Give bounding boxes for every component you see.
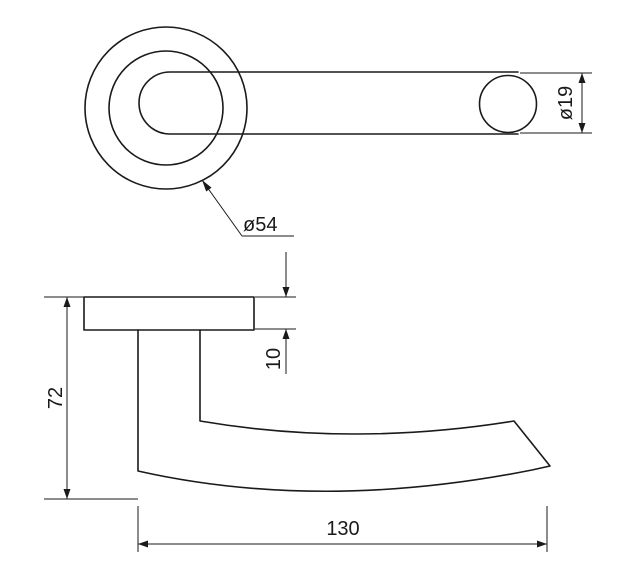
lever-diameter-dimension [520, 72, 592, 134]
side-view [83, 296, 551, 493]
rose-diameter-label: ø54 [243, 214, 277, 236]
rose-plate [83, 296, 255, 331]
rose-outer-circle [84, 26, 248, 190]
lever-end-circle [478, 74, 538, 134]
rose-thickness-dimension [255, 252, 296, 374]
rose-thickness-label: 10 [263, 348, 285, 370]
projection-label: 130 [326, 518, 359, 540]
overall-height-label: 72 [45, 387, 67, 409]
lever-diameter-label: ø19 [555, 86, 577, 120]
top-view: ø19 ø54 [84, 26, 592, 237]
rose-inner-circle [108, 50, 224, 166]
overall-height-dimension [44, 296, 138, 500]
rose-diameter-leader [201, 179, 294, 237]
lever-bar-outline [138, 71, 519, 135]
lever-profile [137, 329, 551, 493]
projection-dimension [137, 506, 548, 552]
